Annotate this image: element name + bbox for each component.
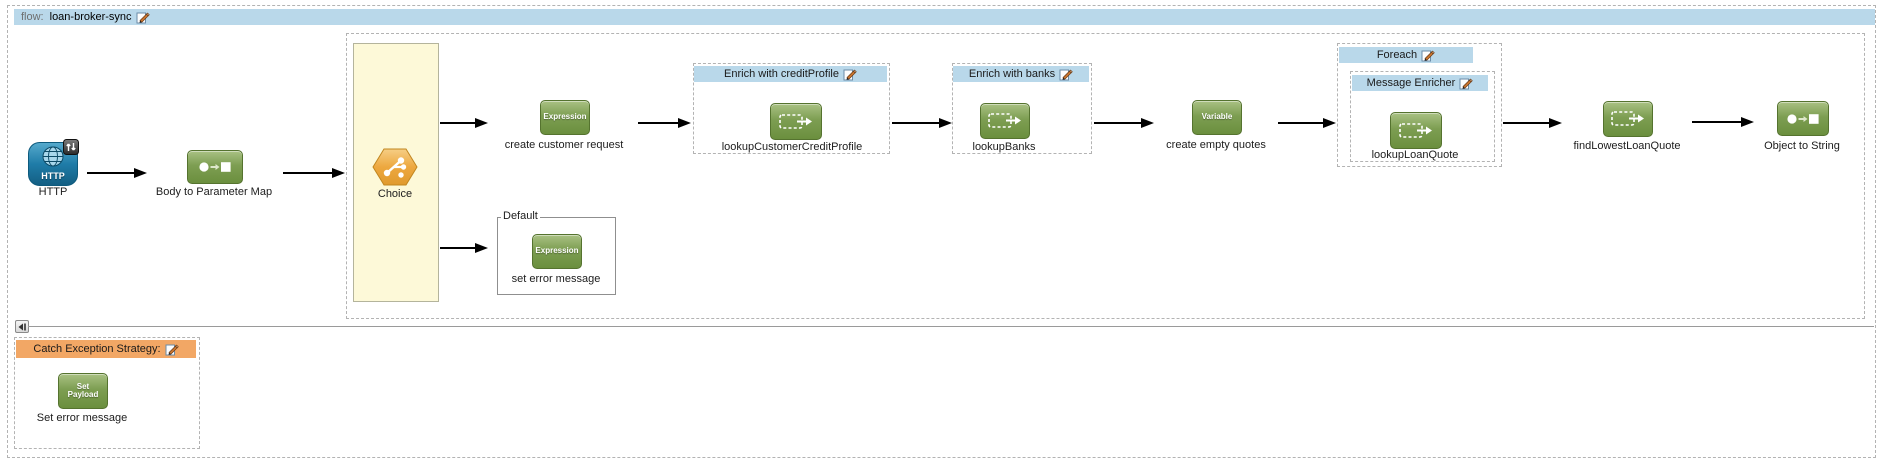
node-label: Body to Parameter Map	[155, 186, 273, 198]
edit-icon[interactable]	[1421, 49, 1435, 62]
node-label: lookupBanks	[972, 141, 1036, 153]
enrich-banks-header[interactable]: Enrich with banks	[953, 66, 1089, 82]
connector-arrow	[87, 168, 147, 178]
edit-icon[interactable]	[165, 343, 179, 356]
catch-exception-header[interactable]: Catch Exception Strategy:	[16, 340, 196, 358]
transformer-glyph-icon	[199, 162, 231, 172]
node-label: HTTP	[38, 186, 68, 198]
scope-title: Message Enricher	[1366, 77, 1456, 89]
connector-arrow	[1094, 118, 1154, 128]
expression-component-icon[interactable]: Expression	[540, 100, 590, 135]
object-to-string-transformer-icon[interactable]	[1777, 101, 1829, 136]
scope-title: Enrich with banks	[968, 68, 1056, 80]
connector-arrow	[892, 118, 952, 128]
node-label: lookupCustomerCreditProfile	[721, 141, 863, 153]
flow-ref-icon[interactable]	[1603, 101, 1653, 137]
node-label: Set error message	[36, 412, 128, 424]
enrich-creditprofile-header[interactable]: Enrich with creditProfile	[694, 66, 887, 82]
catch-exception-scope	[14, 337, 200, 449]
expression-component-icon[interactable]: Expression	[532, 234, 582, 269]
set-payload-component-icon[interactable]: Set Payload	[58, 373, 108, 409]
node-label: lookupLoanQuote	[1371, 149, 1459, 161]
processors-scope	[346, 33, 1865, 319]
flow-ref-glyph-icon	[1611, 111, 1644, 126]
default-branch-group: Default	[497, 210, 616, 295]
connector-arrow	[283, 168, 345, 178]
flow-label-prefix: flow:	[21, 11, 44, 23]
flow-container	[7, 5, 1876, 458]
connector-arrow	[1692, 117, 1754, 127]
flow-ref-icon[interactable]	[980, 103, 1030, 139]
enrich-creditprofile-scope	[693, 63, 890, 154]
scope-title: Catch Exception Strategy:	[33, 343, 161, 355]
flow-header-bar[interactable]: flow: loan-broker-sync	[14, 9, 1875, 25]
collapse-toggle-button[interactable]	[15, 320, 29, 333]
connector-arrow	[440, 243, 488, 253]
message-enricher-header[interactable]: Message Enricher	[1352, 75, 1488, 91]
default-branch-title: Default	[501, 210, 540, 222]
choice-icon[interactable]	[372, 148, 418, 186]
edit-icon[interactable]	[136, 11, 150, 24]
node-label: findLowestLoanQuote	[1573, 140, 1681, 152]
variable-component-icon[interactable]: Variable	[1192, 100, 1242, 135]
flow-ref-glyph-icon	[779, 113, 812, 129]
node-label: set error message	[511, 273, 601, 285]
flow-ref-glyph-icon	[988, 113, 1021, 128]
http-exchange-badge-icon	[63, 139, 79, 155]
flow-divider	[28, 326, 1874, 327]
scope-title: Foreach	[1376, 49, 1418, 61]
collapse-arrow-icon	[18, 323, 26, 330]
node-label: Object to String	[1764, 140, 1840, 152]
foreach-header[interactable]: Foreach	[1339, 47, 1473, 63]
scope-title: Enrich with creditProfile	[724, 68, 839, 80]
body-to-parameter-map-transformer-icon[interactable]	[187, 150, 243, 184]
node-label: create customer request	[504, 139, 624, 151]
enrich-banks-scope	[952, 63, 1092, 154]
connector-arrow	[440, 118, 488, 128]
node-label: Choice	[377, 188, 413, 200]
set-payload-icon-text-line1: Set	[76, 381, 90, 391]
flow-ref-glyph-icon	[1399, 122, 1432, 138]
edit-icon[interactable]	[1059, 68, 1073, 81]
connector-arrow	[1278, 118, 1336, 128]
edit-icon[interactable]	[1459, 77, 1474, 90]
flow-name: loan-broker-sync	[49, 11, 132, 23]
message-enricher-scope	[1350, 71, 1495, 162]
expression-icon-text: Expression	[535, 246, 579, 256]
flow-ref-icon[interactable]	[1390, 112, 1442, 149]
foreach-scope	[1337, 43, 1502, 167]
edit-icon[interactable]	[843, 68, 857, 81]
transformer-glyph-icon	[1787, 113, 1819, 124]
variable-icon-text: Variable	[1201, 112, 1233, 122]
flow-ref-icon[interactable]	[770, 103, 822, 140]
connector-arrow	[638, 118, 691, 128]
connector-arrow	[1503, 118, 1562, 128]
set-payload-icon-text-line2: Payload	[67, 390, 99, 399]
expression-icon-text: Expression	[543, 112, 587, 122]
node-label: create empty quotes	[1166, 139, 1266, 151]
http-icon-text: HTTP	[41, 171, 65, 181]
